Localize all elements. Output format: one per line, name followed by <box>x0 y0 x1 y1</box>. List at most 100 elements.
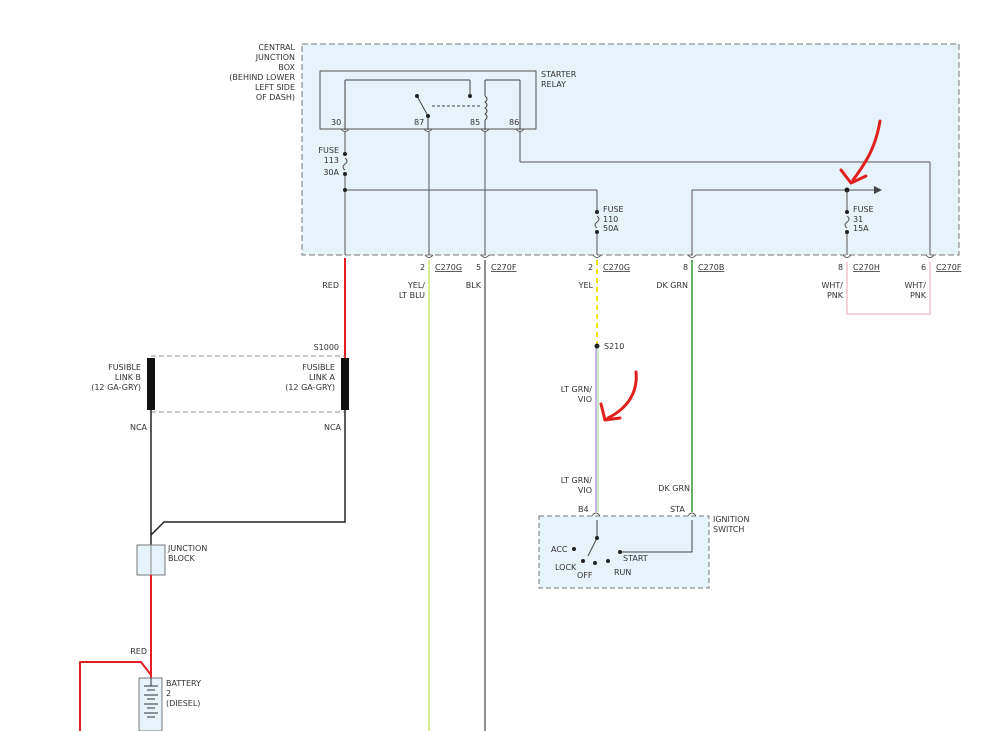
label-wht-pnk-2b: PNK <box>910 291 927 300</box>
splice-s210-label: S210 <box>604 342 624 351</box>
label-nca-b: NCA <box>130 423 148 432</box>
ign-pin-sta: STA <box>670 505 685 514</box>
cjb-label-6: OF DASH) <box>256 93 295 102</box>
ign-pin-b4: B4 <box>578 505 589 514</box>
fuse31-label: FUSE <box>853 205 874 214</box>
fusible-link-a-label-3: (12 GA-GRY) <box>285 383 335 392</box>
battery-label-2: 2 <box>166 689 171 698</box>
wire-nca-a <box>150 410 346 536</box>
fuse113-number: 113 <box>324 156 339 165</box>
battery-label-3: (DIESEL) <box>166 699 200 708</box>
annotation-arrow-fuse31-head <box>839 168 868 185</box>
fuse110-top-dot <box>595 210 599 214</box>
ign-off-dot <box>593 561 597 565</box>
cjb-label-2: JUNCTION <box>255 53 295 62</box>
cjb-label-3: BOX <box>278 63 295 72</box>
conn-1-name: C270G <box>435 263 462 272</box>
label-yel-ltblu-1: YEL/ <box>407 281 425 290</box>
ign-pos-lock: LOCK <box>555 563 577 572</box>
conn-3-name: C270G <box>603 263 630 272</box>
junction-block-label-1: JUNCTION <box>167 544 207 553</box>
fusible-link-b <box>147 358 155 410</box>
annotation-arrow-fuse31 <box>851 119 882 182</box>
fuse31-amps: 15A <box>853 224 869 233</box>
label-yel-ltblu-2: LT BLU <box>399 291 425 300</box>
fuse31-number: 31 <box>853 215 863 224</box>
fuse113-top-dot <box>343 152 347 156</box>
ign-lock-dot <box>581 559 585 563</box>
arrow-head <box>874 186 882 194</box>
fuse110-bottom-dot <box>595 230 599 234</box>
ign-pos-start: START <box>623 554 648 563</box>
cjb-label-4: (BEHIND LOWER <box>229 73 295 82</box>
conn-5-pin: 8 <box>838 263 843 272</box>
relay-pin-85: 85 <box>470 118 480 127</box>
bus-junction-dot <box>343 188 347 192</box>
conn-6-name: C270F <box>936 263 962 272</box>
label-dkgrn-top: DK GRN <box>656 281 688 290</box>
splice-s210-dot <box>594 343 600 349</box>
relay-pin-86: 86 <box>509 118 519 127</box>
fuse113-bottom-dot <box>343 172 347 176</box>
conn-2-pin: 5 <box>476 263 481 272</box>
ign-run-dot <box>606 559 610 563</box>
ign-pivot-dot <box>595 536 599 540</box>
ign-label-2: SWITCH <box>713 525 744 534</box>
fuse110-amps: 50A <box>603 224 619 233</box>
label-dkgrn-bottom: DK GRN <box>658 484 690 493</box>
ign-pos-run: RUN <box>614 568 631 577</box>
fuse110-label: FUSE <box>603 205 624 214</box>
relay-coil-top-dot <box>468 94 472 98</box>
relay-pivot-dot <box>426 114 430 118</box>
label-ltgrn-vio-2b: VIO <box>578 486 592 495</box>
ignition-internals <box>587 520 693 557</box>
fusible-link-a-label-1: FUSIBLE <box>302 363 335 372</box>
annotation-arrow-ltgrn <box>606 370 638 420</box>
relay-contact-dot <box>415 94 419 98</box>
label-ltgrn-vio-2a: LT GRN/ <box>561 476 593 485</box>
fusible-link-a <box>341 358 349 410</box>
fusible-link-b-label-2: LINK B <box>115 373 141 382</box>
cjb-label-5: LEFT SIDE <box>255 83 295 92</box>
ign-acc-dot <box>572 547 576 551</box>
connector-terminals <box>424 254 935 258</box>
relay-terminals <box>340 128 525 132</box>
label-red-top: RED <box>322 281 339 290</box>
conn-6-pin: 6 <box>921 263 926 272</box>
ign-pos-off: OFF <box>577 571 593 580</box>
fuse113-amps: 30A <box>323 168 339 177</box>
ign-pos-acc: ACC <box>551 545 568 554</box>
battery-cells <box>144 678 158 718</box>
label-red-bottom: RED <box>130 647 147 656</box>
relay-label-1: STARTER <box>541 70 577 79</box>
fusible-link-a-label-2: LINK A <box>309 373 336 382</box>
junction-block-label-2: BLOCK <box>168 554 196 563</box>
relay-label-2: RELAY <box>541 80 566 89</box>
relay-internals <box>344 79 521 130</box>
ignition-terminals <box>591 512 697 517</box>
fuse110-number: 110 <box>603 215 618 224</box>
fusible-link-b-label-3: (12 GA-GRY) <box>91 383 141 392</box>
conn-3-pin: 2 <box>588 263 593 272</box>
fusible-link-b-label-1: FUSIBLE <box>108 363 141 372</box>
label-ltgrn-vio-1a: LT GRN/ <box>561 385 593 394</box>
fuse31-top-dot <box>845 210 849 214</box>
relay-pin-30: 30 <box>331 118 341 127</box>
ign-label-1: IGNITION <box>713 515 749 524</box>
conn-2-name: C270F <box>491 263 517 272</box>
annotation-arrow-ltgrn-head <box>599 402 622 422</box>
annotation-red-wire <box>79 661 152 731</box>
conn-4-pin: 8 <box>683 263 688 272</box>
label-wht-pnk-2a: WHT/ <box>904 281 926 290</box>
cjb-wiring <box>342 132 931 255</box>
label-blk: BLK <box>466 281 482 290</box>
ign-start-dot <box>618 550 622 554</box>
label-wht-pnk-1b: PNK <box>827 291 844 300</box>
fuse31-junction-dot <box>844 187 850 193</box>
fuse113-label: FUSE <box>318 146 339 155</box>
label-wht-pnk-1a: WHT/ <box>821 281 843 290</box>
wire-wht-pnk <box>846 262 931 315</box>
relay-pin-87: 87 <box>414 118 424 127</box>
